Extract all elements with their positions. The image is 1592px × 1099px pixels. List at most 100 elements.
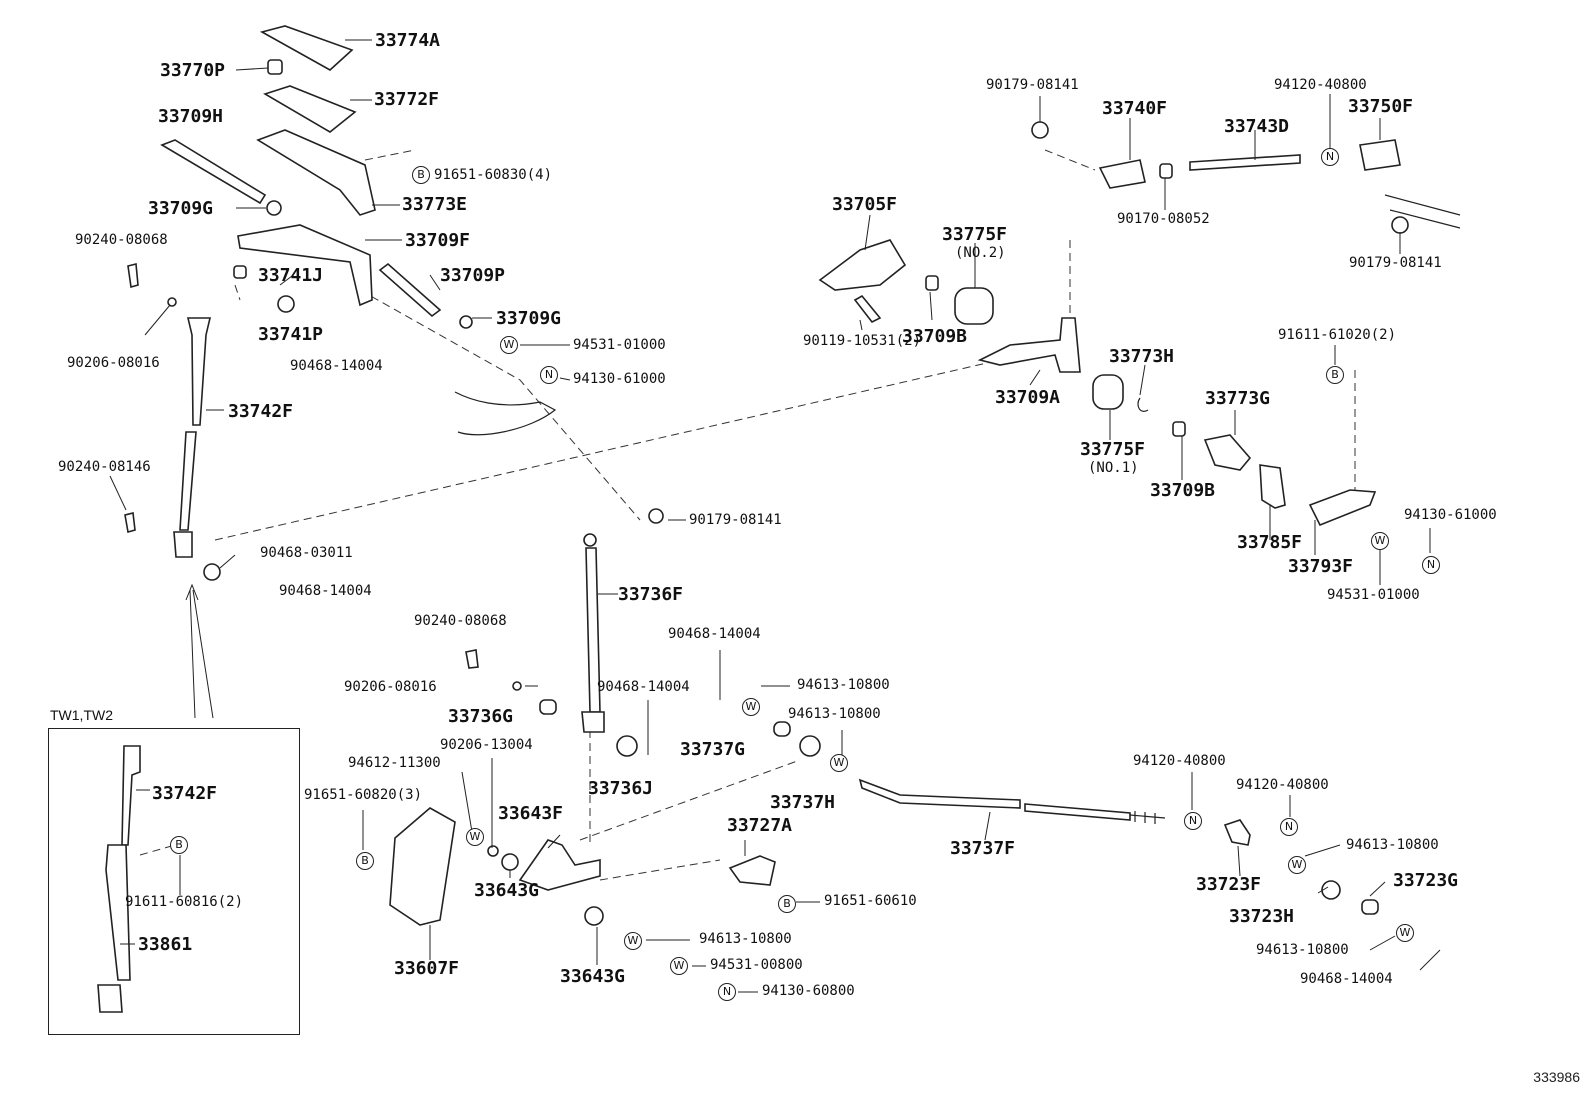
nut-33709b-b (1172, 421, 1186, 437)
part-label: 90468-14004 (597, 679, 690, 695)
part-label: 94120-40800 (1133, 753, 1226, 769)
part-label: 33861 (138, 934, 193, 955)
part-label: 90206-08016 (67, 355, 160, 371)
plate-33774a (259, 25, 354, 71)
part-label: 91651-60830(4) (434, 167, 553, 183)
part-label: 90468-14004 (279, 583, 372, 599)
part-label: 33709B (902, 326, 968, 347)
rod-33736f-top (583, 533, 597, 547)
nut-symbol: N (540, 366, 558, 384)
bushing-33723g (1361, 899, 1379, 915)
part-label: 94613-10800 (1346, 837, 1439, 853)
washer-90206-08016-b (512, 681, 522, 691)
part-label: 33773H (1109, 346, 1175, 367)
bracket-33607f (389, 807, 456, 926)
assembly-line-rod (1044, 149, 1096, 171)
part-label: 33709P (440, 265, 506, 286)
assembly-line-boot (234, 284, 241, 301)
bolt-symbol: B (778, 895, 796, 913)
part-label: 90206-08016 (344, 679, 437, 695)
inset-title: TW1,TW2 (50, 707, 113, 723)
plate-33772f (263, 85, 357, 133)
washer-symbol: W (624, 932, 642, 950)
rod-33742f-upper (186, 317, 212, 426)
part-label: 33741J (258, 265, 324, 286)
part-label: 33737H (770, 792, 836, 813)
part-label: 33736J (588, 778, 654, 799)
joint-33773g (1203, 434, 1252, 471)
assembly-line-main (214, 359, 1001, 541)
lever-33709f (237, 224, 373, 307)
bolt-symbol: B (356, 852, 374, 870)
part-label: 90240-08068 (414, 613, 507, 629)
part-label: 94613-10800 (797, 677, 890, 693)
shaft-33709a (977, 317, 1081, 373)
part-label: 91611-60816(2) (125, 894, 244, 910)
bushing-33736j (616, 735, 638, 757)
part-label: 94120-40800 (1274, 77, 1367, 93)
nut-symbol: N (1280, 818, 1298, 836)
assembly-line-plate (364, 149, 416, 161)
nut-33709b-a (925, 275, 939, 291)
clip-33773h (1137, 397, 1149, 412)
bushing-33736g (539, 699, 557, 715)
washer-symbol: W (1288, 856, 1306, 874)
bushing-33737h (799, 735, 821, 757)
bolt-90240-08068-b (465, 649, 479, 669)
part-label: 90240-08068 (75, 232, 168, 248)
part-label: 33775F (942, 224, 1008, 245)
part-label: 90468-03011 (260, 545, 353, 561)
part-label: 33742F (228, 401, 294, 422)
nut-symbol: N (718, 983, 736, 1001)
part-label: 33785F (1237, 532, 1303, 553)
washer-90206-08016-a (167, 297, 177, 307)
part-label: (NO.2) (955, 245, 1006, 261)
rod-33743d (1189, 154, 1301, 171)
part-label: 94531-01000 (573, 337, 666, 353)
part-label: 33723F (1196, 874, 1262, 895)
part-label: 33705F (832, 194, 898, 215)
part-label: 33709F (405, 230, 471, 251)
part-label: 33736G (448, 706, 514, 727)
part-label: 33743D (1224, 116, 1290, 137)
bolt-symbol: B (412, 166, 430, 184)
inset-bracket-33861-end (97, 984, 123, 1013)
washer-symbol: W (500, 336, 518, 354)
rod-33737f-end (1024, 803, 1131, 821)
part-label: 94531-00800 (710, 957, 803, 973)
plate-33785f (1259, 464, 1286, 509)
part-label: 90206-13004 (440, 737, 533, 753)
part-label: 33723G (1393, 870, 1459, 891)
bushing-33741p (277, 295, 295, 313)
part-label: 94531-01000 (1327, 587, 1420, 603)
part-label: 90119-10531(2) (803, 333, 922, 349)
nut-90179-08141-c (1391, 216, 1409, 234)
part-label: 94130-61000 (573, 371, 666, 387)
nut-33709g-b (459, 315, 473, 329)
part-label: 33709H (158, 106, 224, 127)
nut-90179-08141-a (648, 508, 664, 524)
part-label: 90179-08141 (689, 512, 782, 528)
part-label: 33775F (1080, 439, 1146, 460)
nut-symbol: N (1422, 556, 1440, 574)
bolt-90240-08146 (124, 512, 136, 534)
part-label: 91651-60820(3) (304, 787, 423, 803)
part-label: 33770P (160, 60, 226, 81)
bushing-33723h (1321, 880, 1341, 900)
pin-33709p (378, 262, 442, 318)
part-label: 90179-08141 (986, 77, 1079, 93)
rod-33742f-lower (179, 431, 197, 531)
washer-symbol: W (670, 957, 688, 975)
washer-symbol: W (830, 754, 848, 772)
part-label: 33727A (727, 815, 793, 836)
part-label: 94130-60800 (762, 983, 855, 999)
part-label: 90170-08052 (1117, 211, 1210, 227)
part-label: 90468-14004 (1300, 971, 1393, 987)
part-label: 33793F (1288, 556, 1354, 577)
washer-symbol: W (1371, 532, 1389, 550)
part-label: 33607F (394, 958, 460, 979)
rod-33737f-thread (1129, 811, 1166, 824)
lever-33705f (818, 239, 907, 291)
